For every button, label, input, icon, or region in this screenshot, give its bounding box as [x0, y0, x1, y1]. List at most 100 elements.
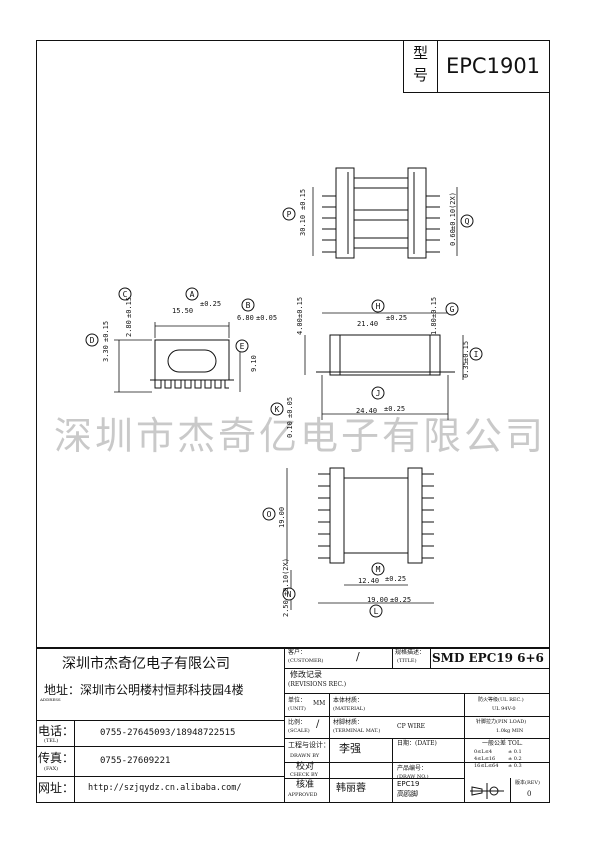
model-box-bottom	[403, 92, 550, 93]
balloon-k: K	[275, 405, 280, 414]
tolerance-range-1: 0≤L≤4	[474, 749, 493, 755]
tel-label: 电话：	[38, 724, 75, 738]
balloon-h: H	[376, 302, 381, 311]
dim-k-tol: ±0.05	[286, 397, 294, 418]
customer-label: 客户：	[288, 649, 307, 656]
tolerance-value-3: ± 0.3	[508, 763, 522, 769]
balloon-c: C	[123, 290, 128, 299]
design-label-en: DRAWN BY	[290, 753, 320, 759]
title-block-top	[36, 647, 550, 649]
model-box-divider	[437, 40, 438, 92]
date-label: 日期：(DATE)	[397, 740, 437, 747]
dim-d-tol: ±0.15	[102, 321, 110, 342]
dim-l-tol: ±0.25	[390, 596, 411, 604]
dim-l-value: 19.00	[367, 596, 388, 604]
dim-j-tol: ±0.25	[384, 405, 405, 413]
projection-symbol-icon	[470, 783, 504, 799]
row-line	[284, 762, 550, 763]
revision-label: 修改记录	[290, 670, 322, 679]
approve-label-en: APPROVED	[288, 792, 318, 798]
designer-name: 李强	[339, 742, 361, 755]
terminal-value: CP WIRE	[397, 723, 425, 730]
dim-p-tol: ±0.15	[299, 189, 307, 210]
dim-h2-tol: ±0.15	[296, 297, 304, 318]
col-line	[329, 693, 330, 803]
dim-c-tol: ±0.15	[125, 297, 133, 318]
unit-label: 单位：	[288, 697, 307, 704]
material-label: 本体材质：	[333, 697, 364, 704]
fire-rating-label: 防火等级(UL REC.)	[478, 697, 524, 703]
dim-h-tol: ±0.25	[386, 314, 407, 322]
balloon-n: N	[287, 590, 292, 599]
dim-q-tol: ±0.10(2X)	[449, 192, 457, 230]
row-line	[284, 738, 550, 739]
tel-value: 0755-27645093/18948722515	[100, 728, 236, 738]
dim-a-value: 15.50	[172, 307, 193, 315]
dim-m-tol: ±0.25	[385, 575, 406, 583]
material-label-en: (MATERIAL)	[333, 706, 366, 712]
watermark: 深圳市杰奇亿电子有限公司	[53, 414, 546, 458]
revision-number-value: 0	[527, 790, 532, 798]
address-text: 深圳市公明楼村恒邦科技园4楼	[80, 683, 244, 697]
balloon-e: E	[240, 342, 245, 351]
balloon-o: O	[267, 510, 272, 519]
spec-label: 规格描述：	[395, 649, 426, 656]
row-line	[284, 778, 464, 779]
model-label-2: 号	[413, 66, 429, 84]
dim-i-tol: ±0.15	[462, 341, 470, 362]
bottom-view-flange-left	[329, 467, 345, 564]
tolerance-label: 一般公差 TOL.	[482, 740, 523, 747]
balloon-m: M	[376, 565, 381, 574]
dim-k-value: 0.10	[286, 421, 294, 438]
model-box-divider	[403, 40, 404, 92]
side-view-core-window	[167, 349, 217, 373]
dim-o-value: 19.00	[278, 507, 286, 528]
web-value[interactable]: http://szjqydz.cn.alibaba.com/	[88, 783, 242, 793]
top-view-flange-right	[407, 167, 427, 259]
part-number-label-en: (DRAW NO.)	[397, 774, 429, 780]
terminal-label: 材脚材质：	[333, 719, 364, 726]
dim-g-value: 1.80	[430, 318, 438, 335]
row-line	[36, 776, 284, 777]
dim-b-value: 6.80	[237, 314, 254, 322]
tolerance-range-3: 16≤L≤64	[474, 763, 499, 769]
approve-label: 核准	[296, 780, 315, 790]
balloon-i: I	[474, 350, 479, 359]
drawing-frame	[36, 40, 550, 803]
balloon-j: J	[376, 389, 381, 398]
top-view-flange-left	[335, 167, 355, 259]
dim-h-value: 21.40	[357, 320, 378, 328]
dim-a-tol: ±0.25	[200, 300, 221, 308]
col-line	[510, 778, 511, 803]
approver-name: 韩丽蓉	[336, 783, 366, 794]
balloon-p: P	[287, 210, 292, 219]
balloon-d: D	[90, 336, 95, 345]
address-label: 地址：	[44, 683, 81, 697]
col-line	[430, 647, 431, 668]
customer-value: /	[356, 650, 360, 663]
check-label-en: CHECK BY	[290, 772, 318, 778]
fax-value: 0755-27609221	[100, 756, 171, 766]
pin-load-value: 1.0kg MIN	[496, 728, 524, 734]
design-label: 工程与设计：	[288, 741, 330, 749]
part-number-sub: 高鸥脚	[397, 790, 418, 798]
tolerance-range-2: 4≤L≤16	[474, 756, 496, 762]
row-line	[36, 746, 284, 747]
bottom-view-flange-right	[407, 467, 423, 564]
tolerance-value-1: ± 0.1	[508, 749, 522, 755]
revision-label-en: (REVISIONS REC.)	[288, 681, 347, 688]
dim-c-value: 2.80	[125, 320, 133, 337]
balloon-b: B	[246, 301, 251, 310]
balloon-q: Q	[465, 217, 470, 226]
fax-label-en: (FAX)	[44, 766, 59, 772]
col-line	[392, 738, 393, 803]
scale-label: 比例：	[288, 719, 307, 726]
revision-number-label: 版本(REV)	[515, 780, 540, 786]
dim-d-value: 3.30	[102, 345, 110, 362]
scale-value: /	[316, 719, 320, 730]
customer-label-en: (CUSTOMER)	[288, 658, 324, 664]
fax-label: 传真：	[38, 751, 75, 765]
row-line	[284, 693, 550, 694]
model-number: EPC1901	[446, 54, 541, 78]
